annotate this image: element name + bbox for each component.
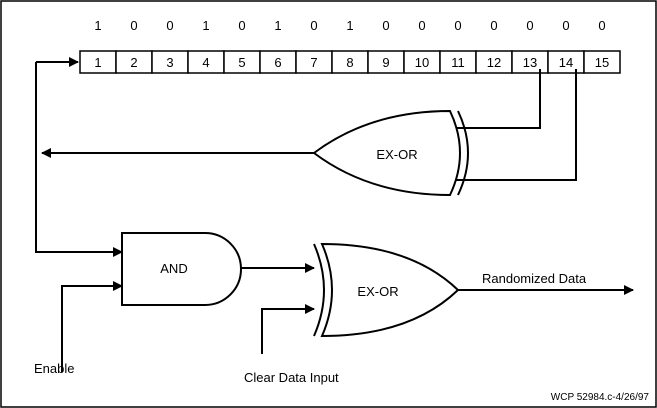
register-bit-value: 0: [526, 18, 533, 33]
and-gate: [121, 232, 242, 306]
output-xor-gate: [313, 242, 460, 338]
register-cell-number: 7: [310, 55, 317, 70]
register-bit-value: 0: [130, 18, 137, 33]
clear-data-wire: [261, 304, 315, 354]
register-bit-value: 0: [490, 18, 497, 33]
figure-id: WCP 52984.c-4/26/97: [551, 392, 650, 403]
register-cell-number: 4: [202, 55, 209, 70]
register-bit-value: 0: [562, 18, 569, 33]
and-gate-label: AND: [160, 261, 187, 276]
register-cell-number: 14: [559, 55, 573, 70]
tap-wire-cell-14: [455, 69, 541, 129]
register-bit-value: 0: [418, 18, 425, 33]
register-cell-number: 15: [595, 55, 609, 70]
register-bit-value: 0: [454, 18, 461, 33]
enable-wire: [61, 281, 123, 372]
randomized-data-label: Randomized Data: [482, 271, 587, 286]
register-cell-number: 6: [274, 55, 281, 70]
register-cell-number: 13: [523, 55, 537, 70]
register-cell-number: 1: [94, 55, 101, 70]
feedback-xor-label: EX-OR: [376, 147, 417, 162]
register-bit-value: 0: [166, 18, 173, 33]
register-bit-value: 1: [274, 18, 281, 33]
register-bit-value: 0: [598, 18, 605, 33]
register-bit-value: 1: [94, 18, 101, 33]
clear-data-input-label: Clear Data Input: [244, 370, 339, 385]
register-bit-value: 0: [238, 18, 245, 33]
register-cell-number: 10: [415, 55, 429, 70]
register-cell: [583, 50, 621, 74]
feedback-xor-gate: [312, 109, 469, 197]
enable-label: Enable: [34, 361, 74, 376]
output-xor-label: EX-OR: [357, 284, 398, 299]
register-cell-number: 8: [346, 55, 353, 70]
register-bit-value: 1: [346, 18, 353, 33]
feedback-loop-wire: [35, 62, 123, 257]
register-cell-number: 11: [451, 55, 465, 70]
register-cell-number: 3: [166, 55, 173, 70]
register-cell-number: 12: [487, 55, 501, 70]
register-cell-number: 5: [238, 55, 245, 70]
register-bit-value: 0: [382, 18, 389, 33]
register-bit-value: 1: [202, 18, 209, 33]
register-cell-number: 9: [382, 55, 389, 70]
register-bit-value: 0: [310, 18, 317, 33]
tap-wire-cell-15: [455, 69, 577, 181]
register-cell-number: 2: [130, 55, 137, 70]
